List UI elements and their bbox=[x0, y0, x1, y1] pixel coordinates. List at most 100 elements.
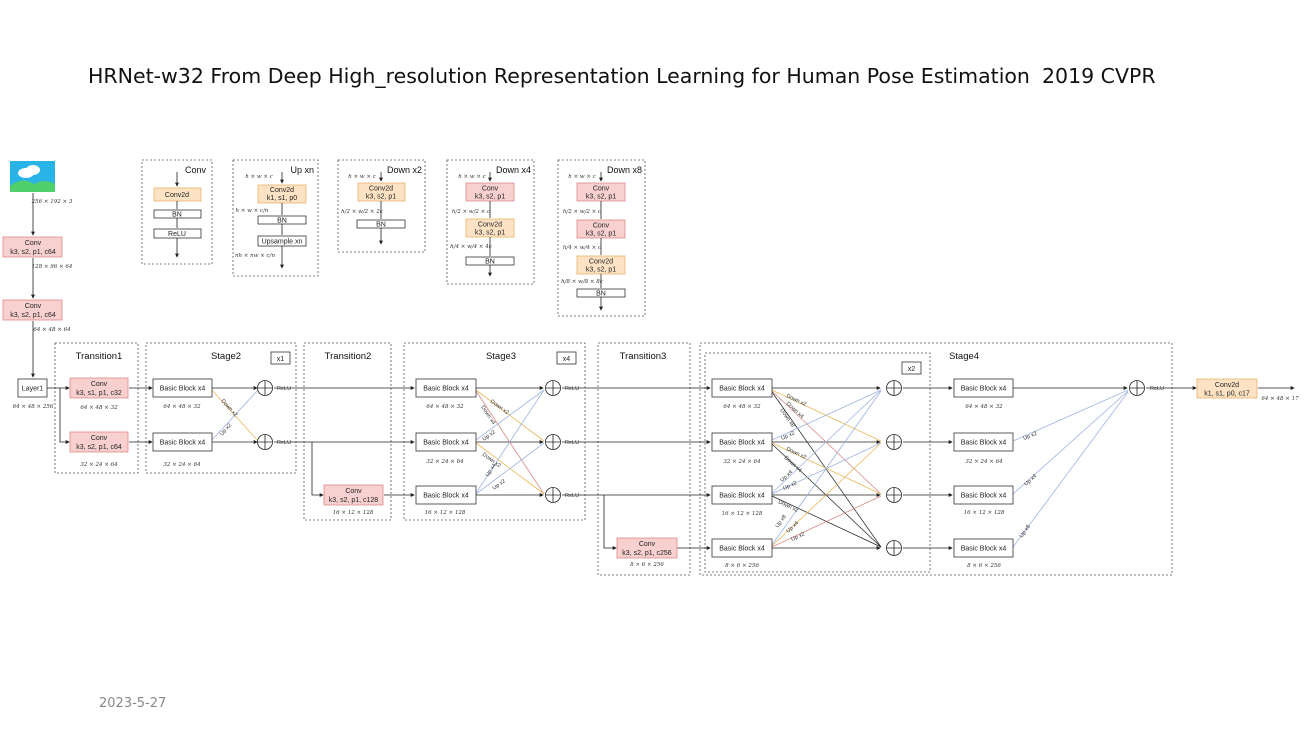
t1a-label: Conv bbox=[91, 381, 108, 388]
legend-down2: Down x2 h × w × c Conv2d k3, s2, p1 h/2 … bbox=[337, 159, 426, 253]
sum-icon bbox=[257, 380, 273, 396]
legend-upxn-block-upsample: Upsample xn bbox=[262, 239, 303, 246]
stage4-title: Stage4 bbox=[949, 351, 979, 362]
layer1-label: Layer1 bbox=[22, 386, 44, 393]
sum-icon bbox=[886, 540, 902, 556]
stage2-repeat: x1 bbox=[277, 356, 285, 363]
final-block-3 bbox=[953, 485, 1014, 505]
s2b2-label: Basic Block x4 bbox=[160, 440, 206, 447]
s4b1-dim: 64 × 48 × 32 bbox=[723, 404, 761, 410]
s4b3-dim: 16 × 12 × 128 bbox=[722, 511, 763, 517]
legend-upxn-block-bn: BN bbox=[277, 218, 287, 225]
stage2-title: Stage2 bbox=[211, 351, 241, 362]
t3-params: k3, s2, p1, c256 bbox=[622, 550, 672, 557]
sum-icon bbox=[257, 434, 273, 450]
s3b1-dim: 64 × 48 × 32 bbox=[426, 404, 464, 410]
legend-conv-block-conv2d: Conv2d bbox=[165, 192, 189, 199]
legend-down8-block-conv2-params: k3, s2, p1 bbox=[586, 231, 616, 238]
legend-upxn-dim2: nh × nw × c/n bbox=[235, 253, 275, 259]
legend-down8-dim1: h/2 × w/2 × c bbox=[563, 209, 601, 215]
t2-label: Conv bbox=[345, 488, 362, 495]
s4b3-label: Basic Block x4 bbox=[719, 493, 765, 500]
stage4-block-1 bbox=[711, 378, 773, 398]
sum-icon bbox=[886, 434, 902, 450]
edge-s3-down4: Down x4 bbox=[479, 405, 496, 426]
stage4-fusion-lines bbox=[771, 389, 882, 548]
edge-s3-up2-a: Up x2 bbox=[482, 429, 497, 442]
stage4-block-2 bbox=[711, 432, 773, 452]
legend-down4-dim2: h/4 × w/4 × 4c bbox=[450, 244, 492, 250]
edge-s2-up2: Up x2 bbox=[219, 423, 233, 438]
legend-down4-dim1: h/2 × w/2 × c bbox=[452, 209, 490, 215]
legend-upxn: Up xn h × w × c Conv2d k1, s1, p0 h × w … bbox=[232, 159, 319, 277]
s2b1-dim: 64 × 48 × 32 bbox=[163, 404, 201, 410]
legend-down8-block-conv2d: Conv2d bbox=[589, 259, 613, 266]
stage3-repeat: x4 bbox=[563, 356, 571, 363]
transition3-frame bbox=[597, 342, 691, 576]
legend-down8-block-conv2: Conv bbox=[593, 223, 610, 230]
final-conv-params: k1, s1, p0, c17 bbox=[1204, 391, 1250, 398]
legend-conv: Conv Conv2d BN ReLU bbox=[141, 159, 213, 265]
stage2-block-1 bbox=[152, 378, 213, 398]
t1b-params: k3, s2, p1, c64 bbox=[76, 444, 122, 451]
legend-down8-title: Down x8 bbox=[607, 165, 642, 175]
edge-s4-down2-c: Down x2 bbox=[777, 499, 799, 513]
edge-s4-up2-a: Up x2 bbox=[780, 430, 796, 442]
legend-down4-title: Down x4 bbox=[496, 165, 531, 175]
legend-down2-dim0: h × w × c bbox=[348, 174, 376, 180]
stem-conv1-label: Conv bbox=[25, 240, 42, 247]
transition1-conv-a bbox=[69, 377, 129, 399]
s4b2-label: Basic Block x4 bbox=[719, 440, 765, 447]
legend-down2-dim1: h/2 × w/2 × 2c bbox=[341, 209, 383, 215]
relu-s3-2: ReLU bbox=[565, 440, 579, 446]
fb1-dim: 64 × 48 × 32 bbox=[965, 404, 1003, 410]
legend-down8-dim2: h/4 × w/4 × c bbox=[563, 245, 601, 251]
legend-upxn-title: Up xn bbox=[290, 165, 314, 175]
relu-s2-2: ReLU bbox=[277, 440, 291, 446]
edge-s3-up4: Up x4 bbox=[485, 463, 498, 478]
title-venue: 2019 CVPR bbox=[1042, 64, 1156, 88]
s3b1-label: Basic Block x4 bbox=[423, 386, 469, 393]
stem-dim1: 128 × 96 × 64 bbox=[32, 264, 73, 270]
edge-s2-down2: Down x2 bbox=[220, 398, 239, 418]
final-conv-label: Conv2d bbox=[1215, 382, 1239, 389]
fb3-label: Basic Block x4 bbox=[961, 493, 1007, 500]
s3b2-dim: 32 × 24 × 64 bbox=[426, 459, 464, 465]
stage2-block-2 bbox=[152, 432, 213, 452]
stage3-frame bbox=[403, 342, 586, 521]
t1a-dim: 64 × 48 × 32 bbox=[80, 405, 118, 411]
legend-upxn-dim0: h × w × c bbox=[245, 174, 273, 180]
page-title: HRNet-w32 From Deep High_resolution Repr… bbox=[88, 64, 1156, 88]
edge-final-up8: Up x8 bbox=[1019, 524, 1032, 539]
transition2-conv bbox=[323, 484, 384, 506]
legend-down8-dim0: h × w × c bbox=[568, 174, 596, 180]
relu-s2-1: ReLU bbox=[277, 386, 291, 392]
legend-conv-block-bn: BN bbox=[172, 212, 182, 219]
sum-icon bbox=[545, 380, 561, 396]
edge-s4-up8: Up x8 bbox=[775, 514, 788, 529]
relu-final: ReLU bbox=[1150, 386, 1164, 392]
stem-conv2-label: Conv bbox=[25, 303, 42, 310]
t3-label: Conv bbox=[639, 541, 656, 548]
s2b2-dim: 32 × 24 × 64 bbox=[163, 462, 201, 468]
legend-down4-block-conv-params: k3, s2, p1 bbox=[475, 194, 505, 201]
final-conv2d bbox=[1196, 378, 1258, 399]
transition2-title: Transition2 bbox=[325, 351, 372, 362]
layer1-dim: 64 × 48 × 256 bbox=[13, 404, 54, 410]
s4b4-label: Basic Block x4 bbox=[719, 546, 765, 553]
sum-icon bbox=[886, 487, 902, 503]
stage4-block-4 bbox=[711, 538, 773, 558]
legend-conv-title: Conv bbox=[185, 165, 207, 175]
stage4-inner-frame bbox=[704, 352, 931, 573]
legend-down4-block-conv: Conv bbox=[482, 186, 499, 193]
legend-down4-dim0: h × w × c bbox=[458, 174, 486, 180]
legend-upxn-block-conv2d: Conv2d bbox=[270, 187, 294, 194]
edge-s3-down2-a: Down x2 bbox=[489, 399, 510, 416]
legend-down8-block-conv1-params: k3, s2, p1 bbox=[586, 194, 616, 201]
transition1-frame bbox=[54, 342, 139, 474]
date-stamp: 2023-5-27 bbox=[99, 696, 167, 711]
stem-conv1-params: k3, s2, p1, c64 bbox=[10, 249, 56, 256]
legend-down2-block-params: k3, s2, p1 bbox=[366, 194, 396, 201]
legend-down8: Down x8 h × w × c Conv k3, s2, p1 h/2 × … bbox=[557, 159, 646, 317]
